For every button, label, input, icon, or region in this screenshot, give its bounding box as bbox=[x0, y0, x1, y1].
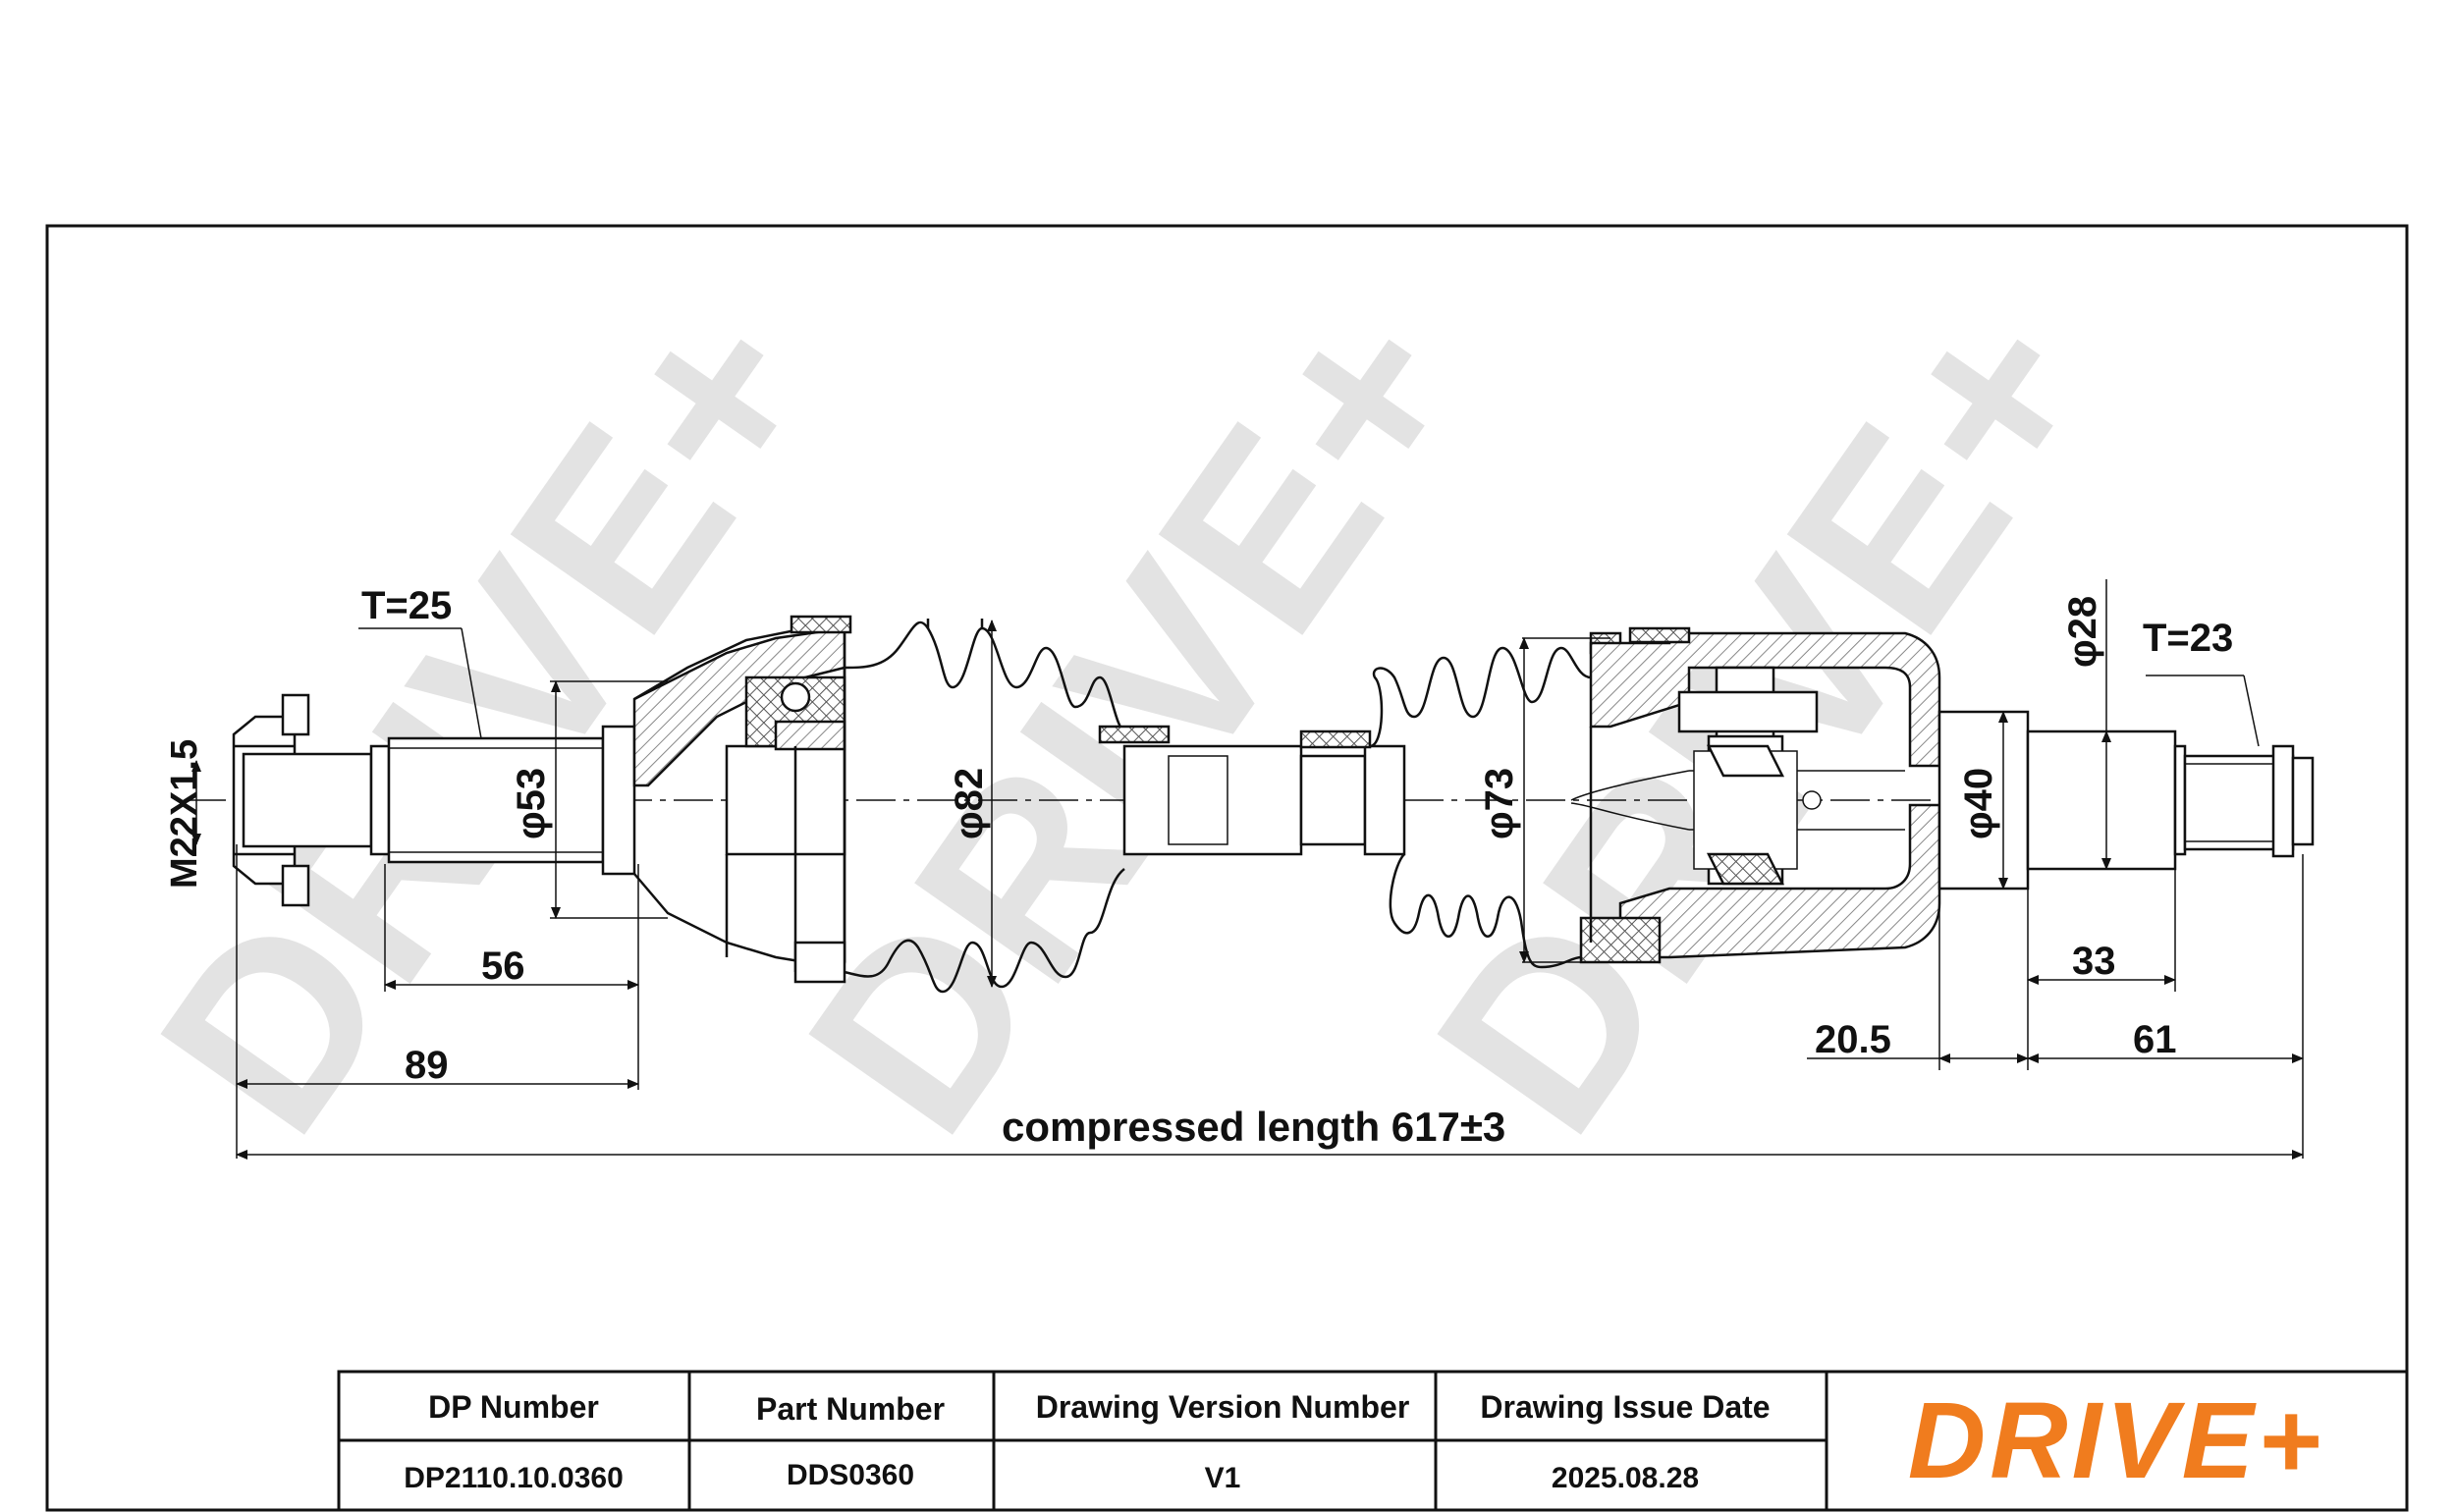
dimension-labels: T=25 T=23 M22X1.5 φ53 φ82 φ73 φ40 φ28 56… bbox=[164, 584, 2233, 1150]
right-stub-assembly bbox=[1937, 710, 2315, 891]
dim-20-5-label: 20.5 bbox=[1815, 1018, 1891, 1061]
phi-40-label: φ40 bbox=[1957, 768, 2000, 839]
phi-82-label: φ82 bbox=[948, 768, 991, 839]
thread-label: M22X1.5 bbox=[164, 739, 205, 889]
right-tripod-joint bbox=[1570, 626, 1941, 964]
dim-89-label: 89 bbox=[405, 1044, 449, 1087]
header-drawing-version: Drawing Version Number bbox=[1036, 1389, 1410, 1425]
header-dp-number: DP Number bbox=[428, 1389, 599, 1425]
value-dp-number: DP2110.10.0360 bbox=[404, 1462, 624, 1494]
brand-logo: DRIVE+ bbox=[1908, 1380, 2324, 1501]
t-right-label: T=23 bbox=[2143, 617, 2233, 660]
left-cv-joint bbox=[632, 615, 852, 984]
t-left-label: T=25 bbox=[361, 584, 452, 627]
dimension-lines bbox=[191, 579, 2304, 1160]
header-issue-date: Drawing Issue Date bbox=[1480, 1389, 1770, 1425]
value-issue-date: 2025.08.28 bbox=[1552, 1462, 1699, 1494]
dim-56-label: 56 bbox=[481, 945, 525, 988]
header-part-number: Part Number bbox=[756, 1391, 945, 1427]
compressed-length-label: compressed length 617±3 bbox=[1002, 1104, 1505, 1150]
watermark-center: DRIVE+ bbox=[754, 256, 1520, 1181]
phi-53-label: φ53 bbox=[510, 768, 553, 839]
phi-28-label: φ28 bbox=[2061, 596, 2104, 668]
left-boot bbox=[844, 619, 1171, 994]
value-part-number: DDS0360 bbox=[787, 1459, 914, 1491]
dim-61-label: 61 bbox=[2133, 1018, 2177, 1061]
dim-33-label: 33 bbox=[2072, 940, 2116, 983]
value-drawing-version: V1 bbox=[1205, 1462, 1241, 1494]
title-block: DP Number Part Number Drawing Version Nu… bbox=[337, 1370, 2409, 1512]
main-shaft bbox=[1122, 744, 1406, 856]
left-stub-assembly bbox=[232, 693, 636, 907]
phi-73-label: φ73 bbox=[1478, 768, 1521, 839]
